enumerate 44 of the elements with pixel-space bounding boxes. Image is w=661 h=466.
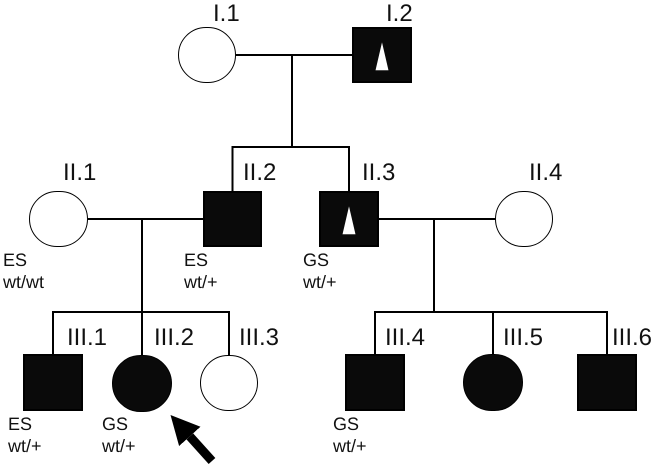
pedigree-square (352, 27, 412, 83)
individual-id: III.3 (239, 324, 280, 352)
descent-line (292, 146, 350, 191)
descent-line (433, 219, 435, 312)
individual-id: II.2 (243, 159, 276, 187)
pointer-arrow (170, 415, 216, 464)
descent-line (232, 146, 292, 191)
genotype-label: wt/+ (8, 435, 42, 457)
genotype-label: wt/+ (333, 435, 367, 457)
individual-id: III.6 (612, 324, 652, 352)
test-method-label: ES (184, 249, 208, 271)
test-method-label: GS (303, 249, 330, 271)
test-method-label: GS (333, 413, 360, 435)
individual-id: I.2 (386, 0, 413, 28)
descent-line (142, 311, 230, 355)
pedigree-square (203, 191, 262, 247)
individual-id: II.3 (362, 159, 396, 187)
individual-id: III.1 (67, 324, 108, 352)
individual-id: III.2 (154, 324, 194, 352)
descent-line (374, 311, 434, 354)
individual-id: II.4 (529, 159, 562, 187)
individual-id: III.5 (503, 324, 544, 352)
descent-line (52, 311, 142, 354)
individual-id: II.1 (63, 159, 96, 187)
pedigree-square (345, 354, 405, 411)
descent-line (141, 311, 143, 355)
genotype-label: wt/+ (303, 271, 337, 293)
test-method-label: GS (102, 413, 128, 435)
pedigree-square (577, 354, 637, 411)
descent-line (434, 311, 608, 354)
descent-line (291, 55, 293, 147)
mating-line (88, 218, 203, 220)
genotype-label: wt/+ (102, 435, 136, 457)
genotype-label: wt/wt (3, 271, 44, 293)
test-method-label: ES (3, 249, 28, 271)
descent-line (141, 219, 143, 312)
individual-id: I.1 (213, 0, 240, 28)
individual-id: III.4 (385, 324, 426, 352)
mating-line (379, 218, 495, 220)
pedigree-square (23, 354, 83, 411)
genotype-label: wt/+ (184, 271, 218, 293)
mating-line (236, 54, 352, 56)
test-method-label: ES (8, 413, 32, 435)
pedigree-square (319, 191, 379, 247)
